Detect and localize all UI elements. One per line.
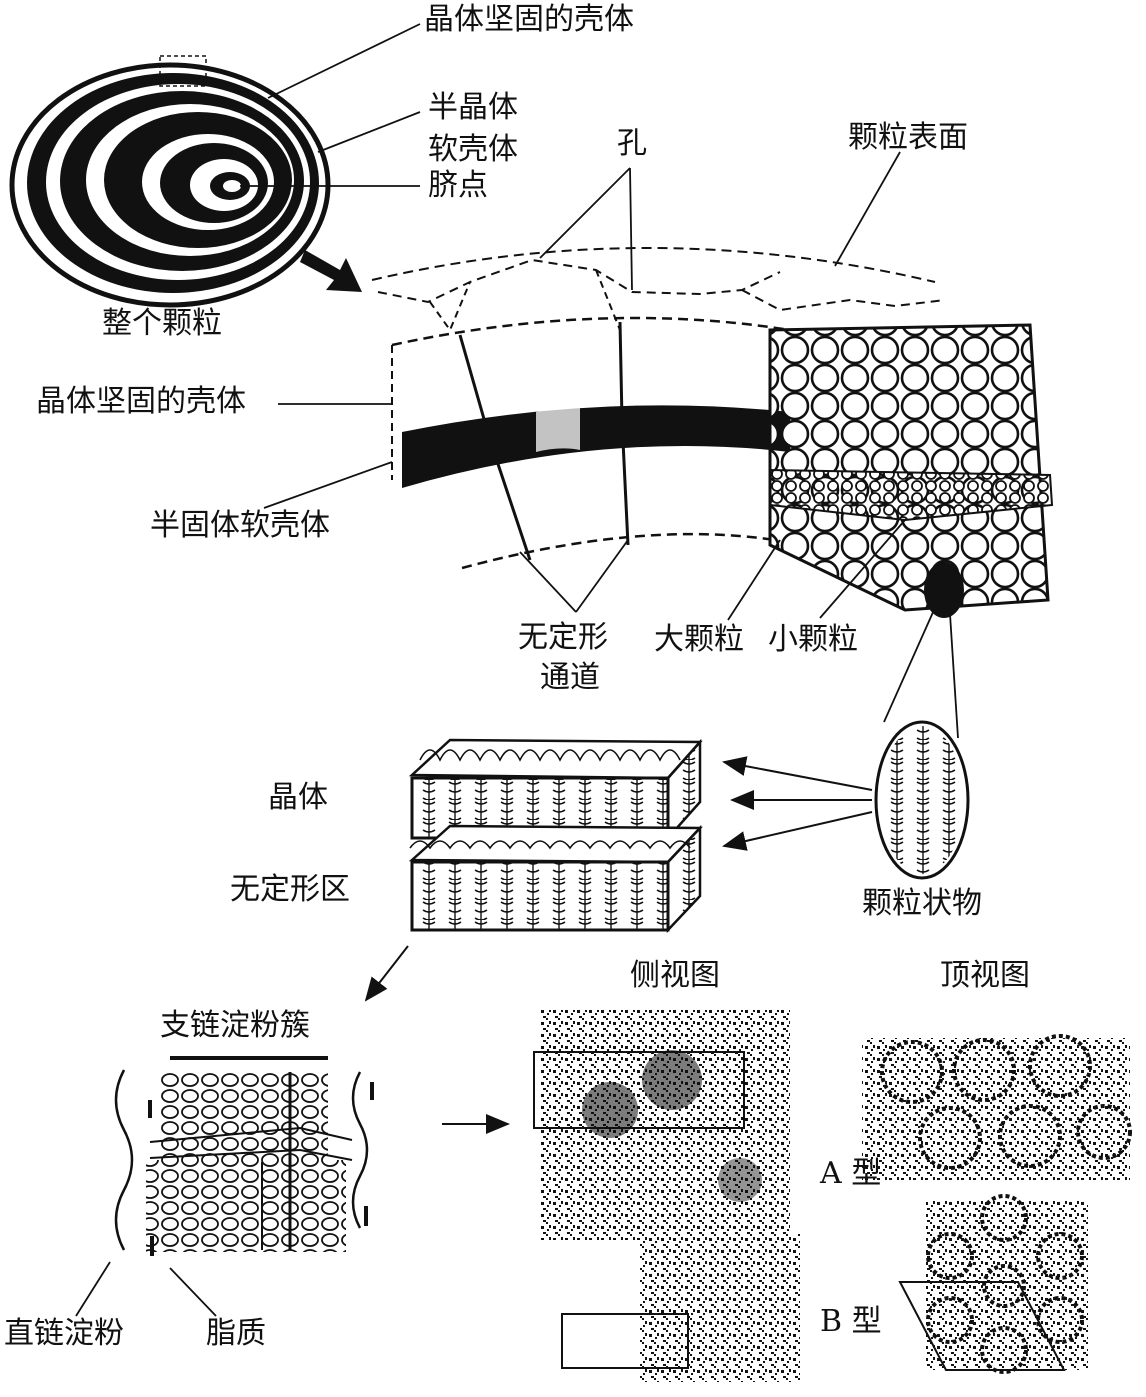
- leader-lines-top: [240, 23, 901, 291]
- a-type-top-view: [862, 1034, 1132, 1180]
- b-type-side-view: [561, 1234, 800, 1382]
- label-amylopectin-cluster: 支链淀粉簇: [160, 1008, 310, 1043]
- label-top-view: 顶视图: [940, 958, 1030, 993]
- a-type-side-view: [533, 1010, 790, 1240]
- label-rigid-shell-left: 晶体坚固的壳体: [36, 384, 246, 419]
- label-lipid: 脂质: [206, 1316, 266, 1351]
- label-semi-crystal: 半晶体: [428, 90, 518, 125]
- b-type-top-view: [898, 1194, 1088, 1374]
- label-semi-solid-soft-shell: 半固体软壳体: [150, 508, 330, 543]
- label-side-view: 侧视图: [630, 958, 720, 993]
- label-hilum: 脐点: [428, 168, 488, 203]
- amylopectin-cluster: [75, 1056, 374, 1317]
- label-amylose: 直链淀粉: [4, 1316, 124, 1351]
- granule-section-block: [371, 247, 1054, 618]
- label-crystal: 晶体: [268, 780, 328, 815]
- label-type-a: A 型: [820, 1156, 882, 1191]
- label-granular-object: 颗粒状物: [862, 886, 982, 921]
- label-type-b: B 型: [820, 1304, 882, 1339]
- label-amorphous-region: 无定形区: [230, 872, 350, 907]
- whole-granule-rings: [9, 55, 331, 308]
- label-pore: 孔: [617, 126, 647, 161]
- label-large-granule: 大颗粒: [654, 622, 744, 657]
- leader-lines-section: [263, 403, 959, 739]
- label-granule-surface: 颗粒表面: [848, 120, 968, 155]
- label-amorphous-channel-line1: 无定形: [518, 620, 608, 655]
- label-rigid-shell-top: 晶体坚固的壳体: [424, 2, 634, 37]
- label-small-granule: 小颗粒: [768, 622, 858, 657]
- label-whole-granule: 整个颗粒: [102, 306, 222, 341]
- zoom-arrow: [300, 250, 362, 292]
- label-amorphous-channel-line2: 通道: [540, 660, 600, 695]
- granular-object: [874, 720, 970, 880]
- pointer-arrows-lamellae: [364, 756, 873, 1134]
- lamellae-block: [408, 738, 703, 934]
- label-soft-shell: 软壳体: [428, 132, 518, 167]
